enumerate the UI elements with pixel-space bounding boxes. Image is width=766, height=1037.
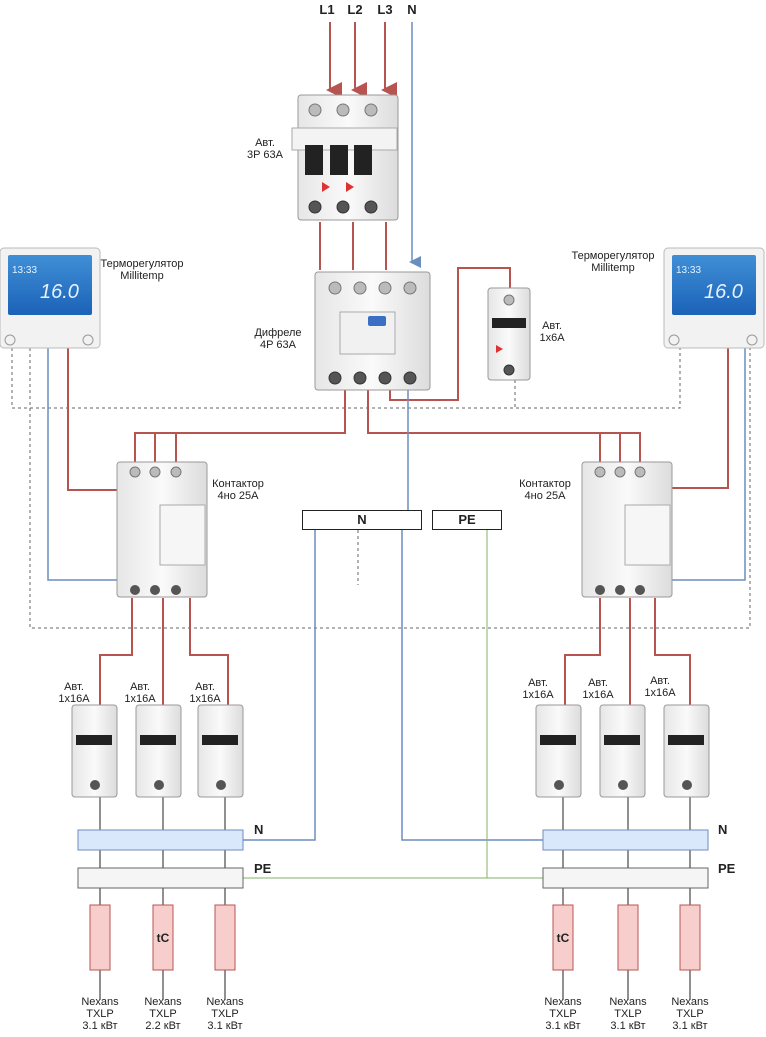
breaker-16a <box>535 704 582 798</box>
pe-junction-box: PE <box>432 510 502 530</box>
thermostat-left: 13:33 16.0 <box>0 247 101 349</box>
control-wires <box>11 348 751 629</box>
breakers-right <box>535 704 710 798</box>
breaker-16a <box>135 704 182 798</box>
svg-text:16.0: 16.0 <box>704 281 743 303</box>
contactor-right <box>581 461 673 598</box>
breaker-left-2-label: Авт.1х16А <box>124 681 156 705</box>
breaker-16a <box>71 704 118 798</box>
load-wires <box>99 795 691 1000</box>
bus-n-left-label: N <box>254 822 264 837</box>
main-breaker-3p <box>291 94 399 221</box>
n-input-label: N <box>407 2 417 17</box>
pe-wire <box>243 530 543 879</box>
breaker-16a <box>197 704 244 798</box>
floor-sensor-right-label: tC <box>556 931 570 945</box>
busbars <box>77 829 709 889</box>
svg-text:13:33: 13:33 <box>12 265 37 276</box>
breaker-left-1-label: Авт.1х16А <box>58 681 90 705</box>
floor-sensor-left-label: tC <box>156 931 170 945</box>
breaker-16a <box>599 704 646 798</box>
heating-cables <box>89 904 701 971</box>
bus-n-right-label: N <box>718 822 728 837</box>
l2-label: L2 <box>347 2 363 17</box>
breaker-left-3-label: Авт.1х16А <box>189 681 221 705</box>
l1-label: L1 <box>319 2 335 17</box>
bus-pe-right-label: PE <box>718 861 736 876</box>
rcbo-4p <box>314 271 431 391</box>
breakers-left <box>71 704 244 798</box>
bus-pe-left-label: PE <box>254 861 272 876</box>
aux-breaker-1p <box>487 287 531 381</box>
neutral-wires <box>47 22 746 841</box>
main-breaker-label: Авт.3P 63A <box>247 137 283 161</box>
aux-breaker-label: Авт.1х6А <box>539 320 565 344</box>
svg-text:16.0: 16.0 <box>40 281 79 303</box>
breaker-16a <box>663 704 710 798</box>
breaker-right-2-label: Авт.1х16А <box>582 677 614 701</box>
svg-text:13:33: 13:33 <box>676 265 701 276</box>
l3-label: L3 <box>377 2 393 17</box>
neutral-junction-box: N <box>302 510 422 530</box>
breaker-right-1-label: Авт.1х16А <box>522 677 554 701</box>
breaker-right-3-label: Авт.1х16А <box>644 675 676 699</box>
thermostat-right: 13:33 16.0 <box>663 247 765 349</box>
contactor-left <box>116 461 208 598</box>
